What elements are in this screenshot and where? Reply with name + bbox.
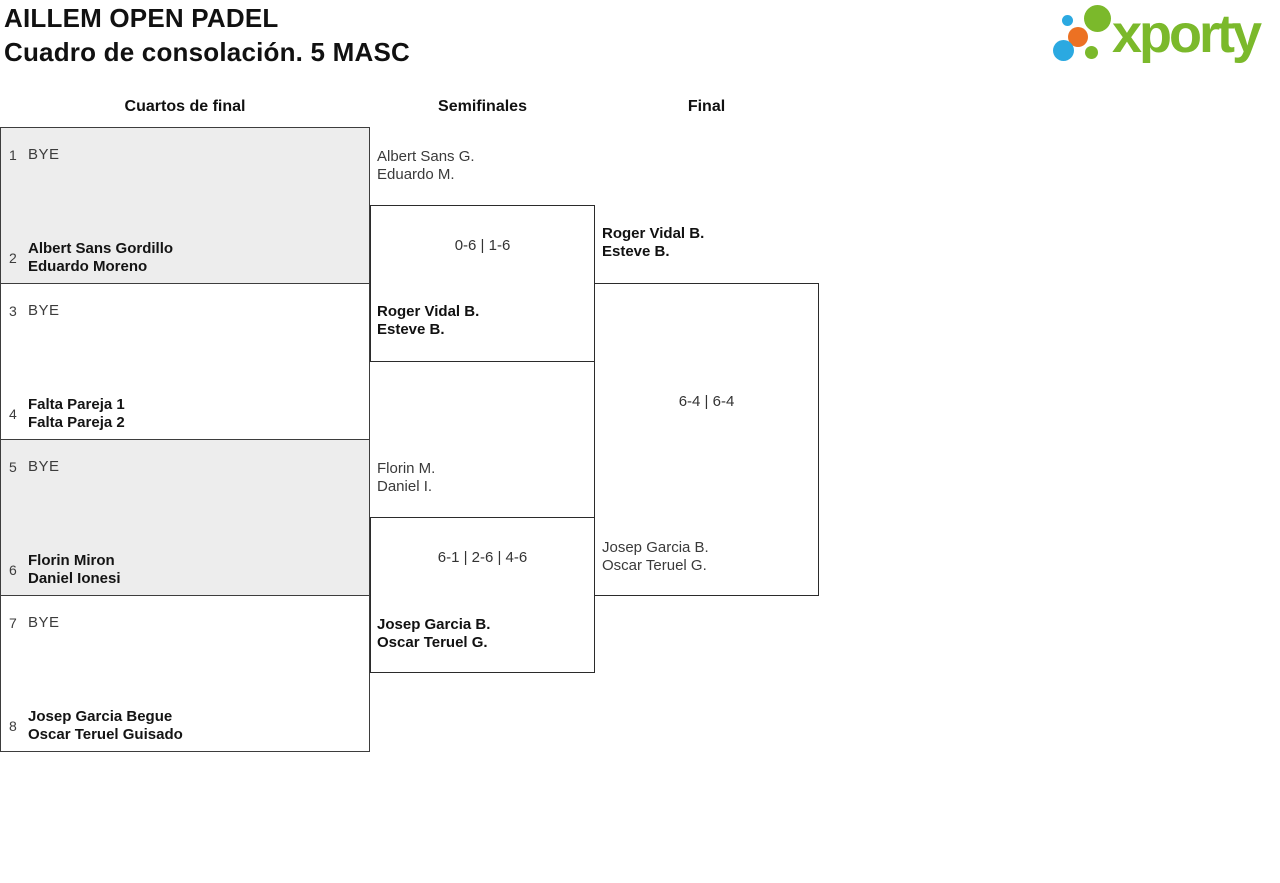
player-name: Falta Pareja 2 [28,414,125,431]
seed-1: 1 [9,146,17,163]
seed-2: 2 [9,250,17,266]
seed-7: 7 [9,614,17,631]
sf2-team-top: Florin M. Daniel I. [377,460,435,496]
xporty-logo[interactable]: xporty [1050,0,1280,78]
logo-dot-green-large-icon [1084,5,1111,32]
player-name: Eduardo M. [377,166,455,183]
sf1-score: 0-6 | 1-6 [454,237,511,254]
player-name: Oscar Teruel G. [602,557,707,574]
logo-dot-green-small-icon [1085,46,1098,59]
qf3-team-bottom: Florin Miron Daniel Ionesi [28,552,121,588]
player-name: Eduardo Moreno [28,258,148,275]
player-name: Josep Garcia B. [602,539,709,556]
player-name: Josep Garcia B. [377,616,491,633]
seed-8: 8 [9,718,17,734]
player-name: Daniel Ionesi [28,570,121,587]
qf-match-2: 3 BYE 4 Falta Pareja 1 Falta Pareja 2 [0,283,370,440]
seed-4: 4 [9,406,17,422]
final-score: 6-4 | 6-4 [678,393,735,410]
round-header-semifinales: Semifinales [438,98,527,115]
qf4-slot-top: 7 BYE [9,614,60,631]
qf3-slot-bottom: 6 Florin Miron Daniel Ionesi [9,552,121,588]
sf1-team-bottom: Roger Vidal B. Esteve B. [377,303,479,339]
final-match: 6-4 | 6-4 [594,283,819,596]
seed-5: 5 [9,458,17,475]
qf2-team-bottom: Falta Pareja 1 Falta Pareja 2 [28,396,125,432]
player-name: Esteve B. [602,243,670,260]
page-subtitle: Cuadro de consolación. 5 MASC [4,37,410,67]
qf-match-3: 5 BYE 6 Florin Miron Daniel Ionesi [0,439,370,596]
round-header-final: Final [687,98,726,115]
qf1-slot-bottom: 2 Albert Sans Gordillo Eduardo Moreno [9,240,173,276]
qf3-team-top: BYE [28,458,60,475]
seed-3: 3 [9,302,17,319]
qf-match-1: 1 BYE 2 Albert Sans Gordillo Eduardo Mor… [0,127,370,284]
player-name: Oscar Teruel G. [377,634,488,651]
final-team-bottom: Josep Garcia B. Oscar Teruel G. [602,539,709,575]
qf4-team-top: BYE [28,614,60,631]
sf2-team-bottom: Josep Garcia B. Oscar Teruel G. [377,616,490,652]
player-name: Daniel I. [377,478,433,495]
final-team-top: Roger Vidal B. Esteve B. [602,225,704,261]
qf1-slot-top: 1 BYE [9,146,60,163]
player-name: Esteve B. [377,321,445,338]
player-name: Roger Vidal B. [602,225,705,242]
qf2-slot-top: 3 BYE [9,302,60,319]
sf2-score: 6-1 | 2-6 | 4-6 [437,549,528,566]
qf2-slot-bottom: 4 Falta Pareja 1 Falta Pareja 2 [9,396,125,432]
player-name: Florin Miron [28,552,115,569]
qf2-team-top: BYE [28,302,60,319]
round-header-cuartos: Cuartos de final [124,98,246,115]
logo-wordmark: xporty [1112,4,1262,64]
player-name: Roger Vidal B. [377,303,480,320]
logo-dot-blue-large-icon [1053,40,1074,61]
player-name: Falta Pareja 1 [28,396,125,413]
player-name: Oscar Teruel Guisado [28,726,183,743]
qf3-slot-top: 5 BYE [9,458,60,475]
qf4-slot-bottom: 8 Josep Garcia Begue Oscar Teruel Guisad… [9,708,183,744]
player-name: Josep Garcia Begue [28,708,173,725]
logo-dot-orange-icon [1068,27,1088,47]
page-title: AILLEM OPEN PADEL [4,3,279,33]
sf1-team-top: Albert Sans G. Eduardo M. [377,148,475,184]
qf4-team-bottom: Josep Garcia Begue Oscar Teruel Guisado [28,708,183,744]
player-name: Florin M. [377,460,436,477]
qf1-team-bottom: Albert Sans Gordillo Eduardo Moreno [28,240,173,276]
seed-6: 6 [9,562,17,578]
qf-match-4: 7 BYE 8 Josep Garcia Begue Oscar Teruel … [0,595,370,752]
qf1-team-top: BYE [28,146,60,163]
player-name: Albert Sans Gordillo [28,240,174,257]
logo-dot-blue-small-icon [1062,15,1073,26]
player-name: Albert Sans G. [377,148,475,165]
